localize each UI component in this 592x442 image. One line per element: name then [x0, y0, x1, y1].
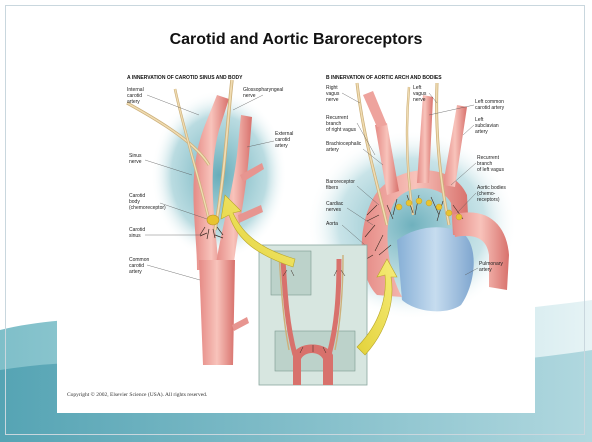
label-external-carotid-3: artery [275, 143, 288, 149]
slide-title: Carotid and Aortic Baroreceptors [0, 31, 592, 49]
label-pulmonary-artery-2: artery [479, 267, 492, 273]
label-glossopharyngeal-2: nerve [243, 93, 256, 99]
figure-copyright: Copyright © 2002, Elsevier Science (USA)… [67, 391, 208, 398]
svg-text:Aorta: Aorta [326, 221, 338, 227]
label-internal-carotid-3: artery [127, 99, 140, 105]
label-carotid-sinus-2: sinus [129, 233, 141, 239]
label-common-carotid-3: artery [129, 269, 142, 275]
pulmonary-artery [397, 227, 474, 311]
panel-b-heading: B INNERVATION OF AORTIC ARCH AND BODIES [326, 75, 442, 81]
label-right-vagus-3: nerve [326, 97, 339, 103]
label-aorta-1: Aorta [326, 221, 338, 227]
carotid-body [207, 215, 219, 225]
label-carotid-body-3: (chemoreceptor) [129, 205, 166, 211]
overview-inset [259, 245, 367, 385]
label-baroreceptor-fibers-2: fibers [326, 185, 339, 191]
label-sinus-nerve-2: nerve [129, 159, 142, 165]
label-left-vagus-3: nerve [413, 97, 426, 103]
anatomy-illustration: A INNERVATION OF CAROTID SINUS AND BODY … [57, 55, 535, 413]
label-cardiac-nerves-2: nerves [326, 207, 342, 213]
label-left-common-carotid-2: carotid artery [475, 105, 505, 111]
common-branch [232, 317, 249, 331]
label-brachiocephalic-2: artery [326, 147, 339, 153]
label-recurrent-left-3: of left vagus [477, 167, 504, 173]
common-carotid-artery [199, 260, 235, 365]
label-aortic-bodies-3: receptors) [477, 197, 500, 203]
anatomy-figure: A INNERVATION OF CAROTID SINUS AND BODY … [57, 55, 535, 413]
label-left-subclavian-3: artery [475, 129, 488, 135]
panel-a-heading: A INNERVATION OF CAROTID SINUS AND BODY [127, 75, 243, 81]
label-recurrent-right-3: of right vagus [326, 127, 357, 133]
right-subclavian [363, 91, 387, 127]
